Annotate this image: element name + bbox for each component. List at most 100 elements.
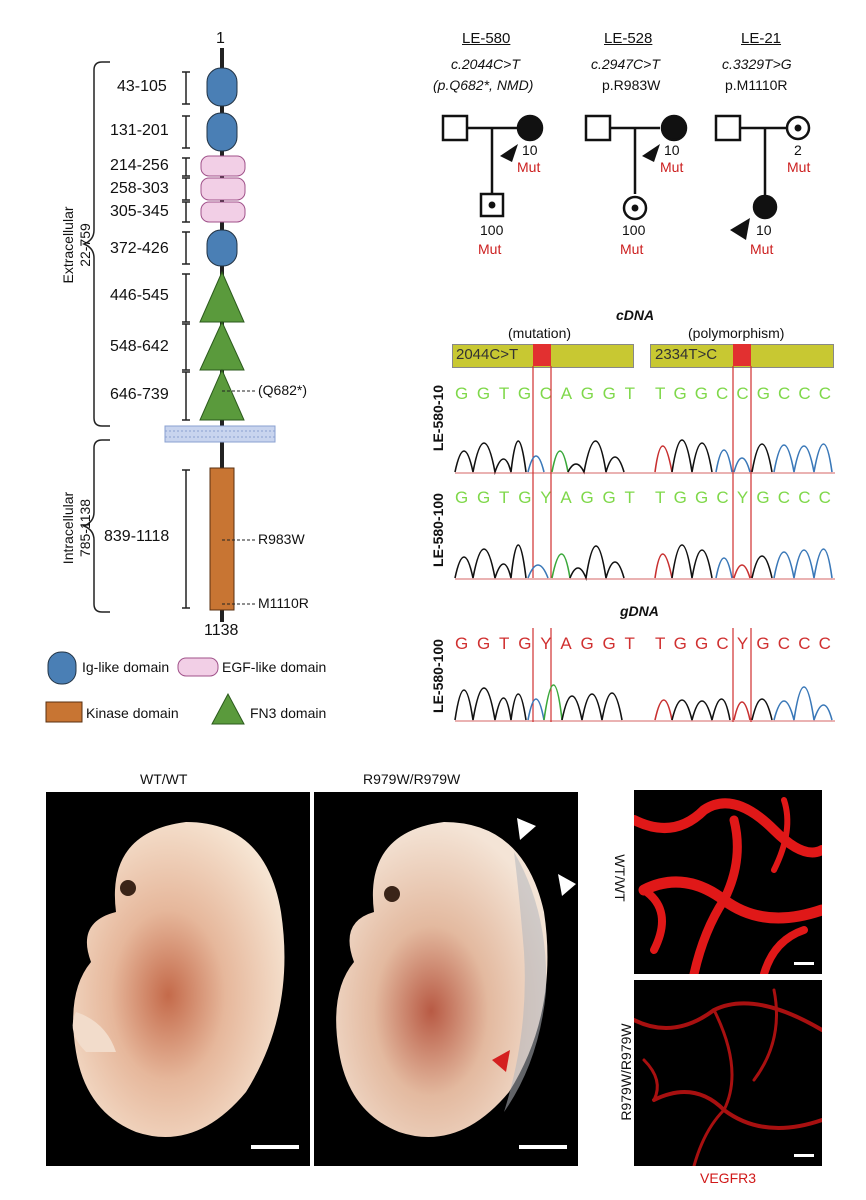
intracellular-range: 785-1138 bbox=[77, 498, 93, 558]
extracellular-text: Extracellular bbox=[60, 206, 76, 284]
base-call: Y bbox=[540, 488, 552, 507]
ig-domain-2 bbox=[206, 112, 238, 152]
intracellular-text: Intracellular bbox=[60, 491, 76, 565]
base-call: C bbox=[818, 488, 831, 507]
domain-range: 372-426 bbox=[110, 240, 169, 257]
domain-range: 548-642 bbox=[110, 338, 169, 355]
base-call: T bbox=[655, 384, 666, 403]
mother-mut: Mut bbox=[660, 159, 684, 175]
base-call: G bbox=[455, 488, 469, 507]
cdna-label: cDNA bbox=[616, 307, 655, 323]
vessel-mutant-image bbox=[634, 980, 822, 1166]
domain-range: 446-545 bbox=[110, 287, 169, 304]
base-call: A bbox=[560, 634, 572, 653]
pedigree-variant: c.2947C>T bbox=[591, 56, 660, 72]
base-call: G bbox=[756, 384, 770, 403]
child-mut: Mut bbox=[478, 241, 502, 257]
base-call: G bbox=[476, 384, 491, 403]
base-call: Y bbox=[736, 488, 749, 507]
base-call: G bbox=[694, 384, 708, 403]
pedigree-charts bbox=[441, 114, 811, 240]
legend-fn3-label: FN3 domain bbox=[250, 705, 327, 721]
protein-schematic bbox=[45, 48, 276, 725]
fn3-domain-2 bbox=[199, 320, 245, 371]
domain-range: 131-201 bbox=[110, 122, 169, 139]
base-calls-left: G G T G Y A G G T bbox=[455, 488, 635, 508]
base-call: G bbox=[517, 384, 532, 403]
domain-range: 305-345 bbox=[110, 203, 169, 220]
base-call: C bbox=[736, 384, 749, 403]
base-call: G bbox=[518, 488, 532, 507]
hemorrhage-arrow-icon bbox=[492, 1050, 510, 1072]
proband-arrow-icon bbox=[500, 144, 518, 162]
base-call: T bbox=[624, 384, 635, 403]
base-call: T bbox=[624, 488, 635, 507]
base-call: T bbox=[655, 488, 666, 507]
scale-bar bbox=[794, 962, 814, 965]
intracellular-label: Intracellular 785-1138 bbox=[60, 468, 93, 588]
base-call: G bbox=[756, 634, 770, 653]
polymorphism-label: (polymorphism) bbox=[688, 325, 785, 341]
base-call: T bbox=[655, 634, 666, 653]
annotation-m1110r: M1110R bbox=[258, 595, 309, 611]
father-symbol bbox=[714, 114, 742, 142]
base-calls-right: T G G C C G C C C bbox=[655, 384, 831, 404]
fn3-domain-3 bbox=[199, 368, 245, 421]
scale-bar bbox=[251, 1145, 299, 1149]
mutation-site-label: 2044C>T bbox=[456, 346, 519, 363]
child-number: 100 bbox=[480, 222, 504, 238]
base-calls-right: T G G C Y G C C C bbox=[655, 488, 831, 508]
child-number: 10 bbox=[756, 222, 772, 238]
base-call: C bbox=[818, 634, 831, 653]
egf-domain-1 bbox=[200, 155, 246, 177]
legend-kinase-label: Kinase domain bbox=[86, 705, 179, 721]
legend-egf-icon bbox=[177, 657, 219, 677]
base-call: G bbox=[602, 488, 616, 507]
legend-kinase-icon bbox=[45, 701, 83, 723]
embryo-mutant-image bbox=[314, 792, 578, 1166]
base-call: G bbox=[694, 488, 709, 507]
base-call: C bbox=[716, 488, 729, 507]
base-call: G bbox=[756, 488, 770, 507]
father-symbol bbox=[441, 114, 469, 142]
child-affected-symbol bbox=[752, 194, 778, 220]
base-call: C bbox=[798, 634, 811, 653]
base-call: C bbox=[798, 384, 811, 403]
polymorphism-site-highlight bbox=[733, 344, 751, 366]
base-call: Y bbox=[540, 634, 552, 653]
base-call: G bbox=[455, 634, 469, 653]
gdna-label: gDNA bbox=[620, 603, 659, 619]
base-call: G bbox=[673, 488, 687, 507]
mother-mut: Mut bbox=[787, 159, 811, 175]
pedigree-protein: p.R983W bbox=[602, 77, 661, 93]
base-call: C bbox=[778, 384, 791, 403]
scale-bar bbox=[794, 1154, 814, 1157]
domain-range: 258-303 bbox=[110, 180, 169, 197]
base-call: C bbox=[798, 488, 811, 507]
mother-affected-symbol bbox=[516, 114, 544, 142]
embryo-right-label: R979W/R979W bbox=[363, 771, 461, 787]
extracellular-label: Extracellular 22-759 bbox=[60, 185, 93, 305]
proband-arrow-icon bbox=[642, 144, 660, 162]
base-call: G bbox=[580, 634, 594, 653]
base-call: C bbox=[818, 384, 831, 403]
mutation-site-highlight bbox=[533, 344, 551, 366]
annotation-q682: (Q682*) bbox=[258, 382, 308, 398]
base-call: G bbox=[477, 634, 491, 653]
pedigree-protein: (p.Q682*, NMD) bbox=[433, 77, 534, 93]
vessel-wt-image bbox=[634, 790, 822, 974]
base-call: A bbox=[560, 384, 573, 403]
base-call: G bbox=[673, 634, 687, 653]
mother-mut: Mut bbox=[517, 159, 541, 175]
base-call: Y bbox=[736, 634, 749, 653]
stain-label: VEGFR3 bbox=[700, 1170, 757, 1186]
base-call: G bbox=[455, 384, 469, 403]
base-call: A bbox=[560, 488, 572, 507]
base-calls-left: G G T G Y A G G T bbox=[455, 634, 635, 654]
domain-range: 43-105 bbox=[117, 78, 167, 95]
pedigree-variant: c.3329T>G bbox=[722, 56, 792, 72]
chromatograms bbox=[454, 366, 835, 722]
base-calls-left: G G T G C A G G T bbox=[455, 384, 635, 404]
ig-domain-1 bbox=[206, 67, 238, 107]
mutation-label: (mutation) bbox=[508, 325, 572, 341]
